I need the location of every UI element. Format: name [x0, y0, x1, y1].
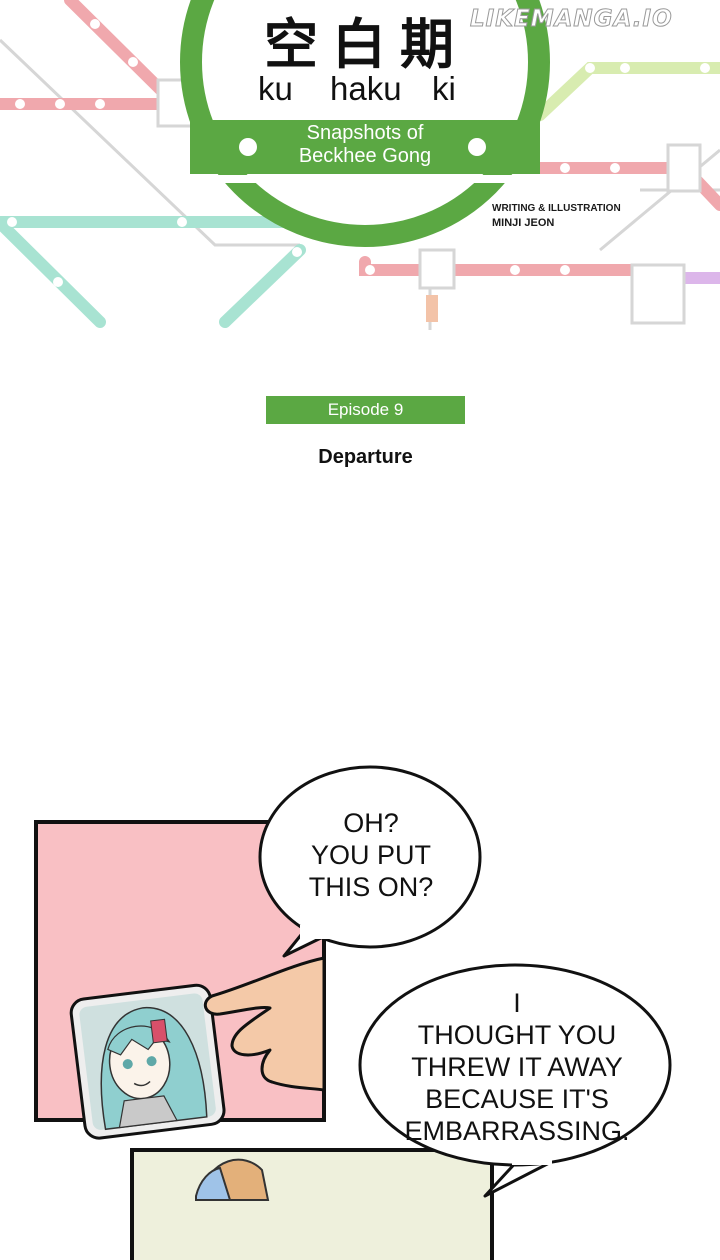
- subtitle-line-1: Snapshots of: [306, 122, 424, 144]
- episode-title: Departure: [318, 446, 413, 468]
- romaji-ki: ki: [432, 70, 456, 107]
- speech-bubble-1: [258, 765, 482, 949]
- dialogue-2: I THOUGHT YOU THREW IT AWAY BECAUSE IT'S…: [404, 988, 630, 1146]
- site-watermark: LIKEMANGA.IO: [470, 6, 673, 33]
- subtitle-line-2: Beckhee Gong: [298, 145, 432, 167]
- series-subtitle: Snapshots of Beckhee Gong: [262, 122, 468, 168]
- subway-map-header: [0, 0, 720, 330]
- credits-role: WRITING & ILLUSTRATION: [492, 203, 621, 214]
- episode-label: Episode 9: [266, 396, 465, 424]
- panel-2: [130, 1148, 494, 1260]
- credits: WRITING & ILLUSTRATION MINJI JEON: [492, 202, 621, 230]
- credits-name: MINJI JEON: [492, 217, 555, 229]
- series-title-kanji: 空白期: [264, 13, 468, 76]
- romaji-ku: ku: [258, 70, 293, 107]
- romaji-haku: haku: [330, 70, 402, 107]
- photo-card: [69, 983, 226, 1140]
- comic-panels: [34, 765, 672, 1260]
- dialogue-1: OH? YOU PUT THIS ON?: [308, 808, 434, 902]
